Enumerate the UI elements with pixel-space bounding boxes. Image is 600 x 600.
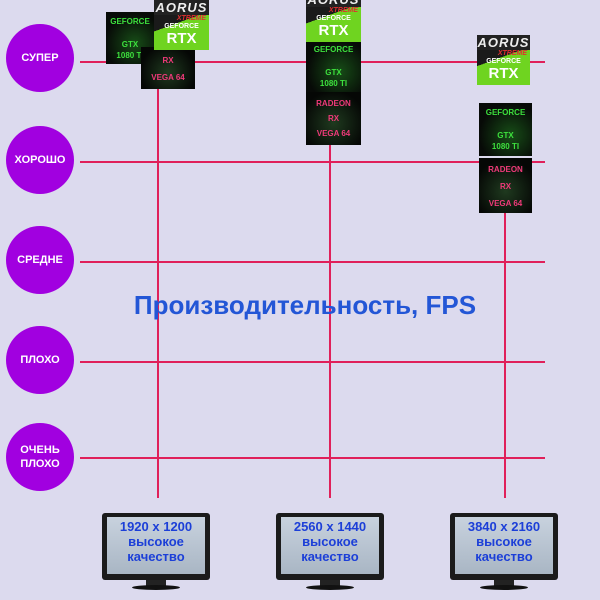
gtx-1080ti-card: GEFORCE GTX 1080 TI xyxy=(306,40,361,92)
monitor-stand xyxy=(146,580,166,586)
card-text: GEFORCE xyxy=(164,23,199,30)
card-text: GTX xyxy=(497,131,514,140)
card-text: VEGA 64 xyxy=(488,199,523,208)
quality-label: качество xyxy=(475,549,533,564)
column-line-2560 xyxy=(329,140,331,498)
monitor-stand xyxy=(494,580,514,586)
aorus-logo: AORUS xyxy=(154,0,209,15)
card-text: GEFORCE xyxy=(485,108,526,117)
card-text: 1080 TI xyxy=(116,51,144,60)
level-medium: СРЕДНЕ xyxy=(6,226,74,294)
aorus-logo: AORUS xyxy=(306,0,361,7)
quality-label: качество xyxy=(127,549,185,564)
card-text: RTX xyxy=(488,65,519,82)
monitor-base xyxy=(306,585,354,590)
card-text: RADEON xyxy=(488,165,523,174)
monitor-stand xyxy=(320,580,340,586)
level-super: СУПЕР xyxy=(6,24,74,92)
card-text: VEGA 64 xyxy=(316,129,351,138)
card-text: GTX xyxy=(325,68,342,77)
card-text: RX xyxy=(327,114,340,123)
grid-line-medium xyxy=(80,261,545,263)
rx-vega64-card: RX VEGA 64 xyxy=(141,47,195,89)
card-text: GEFORCE xyxy=(313,45,354,54)
monitor-base xyxy=(480,585,528,590)
card-text: GEFORCE xyxy=(110,17,150,26)
chart-title: Производительность, FPS xyxy=(133,290,477,320)
quality-label: высокое xyxy=(302,534,358,549)
card-text: 1080 TI xyxy=(319,79,348,88)
rx-vega64-card: RADEON RX VEGA 64 xyxy=(479,158,532,213)
card-text: RX xyxy=(162,56,174,65)
card-text: GEFORCE xyxy=(486,58,521,65)
card-text: RX xyxy=(499,182,512,191)
card-text: GTX xyxy=(121,40,139,49)
aorus-logo: AORUS xyxy=(477,35,530,50)
column-line-1920 xyxy=(157,80,159,498)
card-text: XTREME xyxy=(176,15,206,22)
rx-vega64-card: RADEON RX VEGA 64 xyxy=(306,90,361,145)
grid-line-bad xyxy=(80,361,545,363)
card-text: XTREME xyxy=(328,7,358,14)
column-line-3840 xyxy=(504,210,506,498)
card-text: RTX xyxy=(166,30,197,47)
card-text: GEFORCE xyxy=(316,15,351,22)
level-bad: ПЛОХО xyxy=(6,326,74,394)
grid-line-very-bad xyxy=(80,457,545,459)
level-good: ХОРОШО xyxy=(6,126,74,194)
grid-line-good xyxy=(80,161,545,163)
quality-label: высокое xyxy=(128,534,184,549)
level-very-bad: ОЧЕНЬ ПЛОХО xyxy=(6,423,74,491)
card-text: 1080 TI xyxy=(491,142,520,151)
resolution-label: 3840 x 2160 xyxy=(467,519,541,534)
monitor-base xyxy=(132,585,180,590)
card-text: XTREME xyxy=(497,50,527,57)
quality-label: качество xyxy=(301,549,359,564)
card-text: RTX xyxy=(318,22,349,39)
card-text: VEGA 64 xyxy=(151,73,185,82)
gtx-1080ti-card: GEFORCE GTX 1080 TI xyxy=(479,103,532,156)
resolution-label: 2560 x 1440 xyxy=(293,519,367,534)
quality-label: высокое xyxy=(476,534,532,549)
card-text: RADEON xyxy=(316,99,351,108)
gtx-1080ti-card: GEFORCE GTX 1080 TI xyxy=(106,12,154,64)
resolution-label: 1920 x 1200 xyxy=(119,519,193,534)
